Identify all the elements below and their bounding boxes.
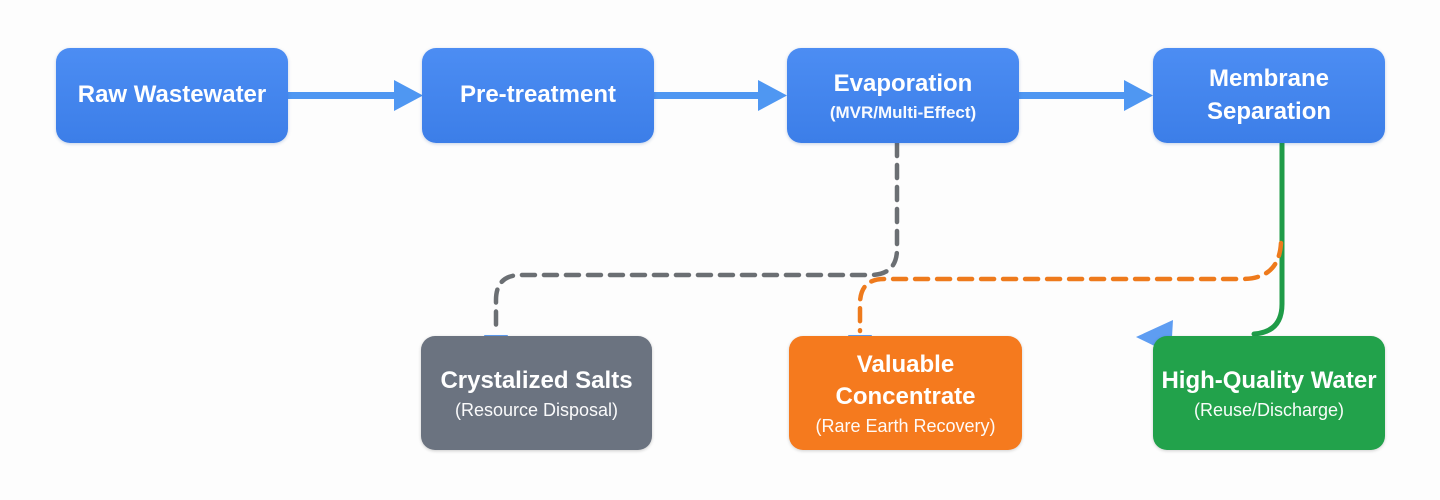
node-title: Membrane Separation	[1206, 65, 1332, 125]
node-title: Raw Wastewater	[77, 81, 267, 109]
connector-membrane-to-water	[1251, 140, 1285, 337]
node-title: Crystalized Salts	[440, 366, 633, 394]
node-title: High-Quality Water	[1161, 366, 1377, 394]
node-raw-wastewater: Raw Wastewater	[56, 48, 288, 143]
node-membrane-separation: Membrane Separation	[1153, 48, 1385, 143]
node-valuable-concentrate: Valuable Concentrate (Rare Earth Recover…	[789, 336, 1022, 450]
node-pre-treatment: Pre-treatment	[422, 48, 654, 143]
node-subtitle: (MVR/Multi-Effect)	[829, 103, 977, 123]
node-title: Evaporation	[833, 69, 973, 97]
node-title: Valuable Concentrate	[835, 350, 976, 410]
node-subtitle: (Reuse/Discharge)	[1193, 400, 1345, 421]
node-subtitle: (Rare Earth Recovery)	[815, 416, 996, 437]
connector-membrane-to-concentrate	[857, 240, 1284, 334]
flow-arrowhead-raw-to-pretreatment-icon	[394, 80, 423, 111]
node-subtitle: (Resource Disposal)	[454, 400, 619, 421]
flow-arrowhead-evaporation-to-membrane-icon	[1124, 80, 1153, 111]
node-crystalized-salts: Crystalized Salts (Resource Disposal)	[421, 336, 652, 450]
connector-evaporation-to-salts	[493, 140, 900, 334]
node-evaporation: Evaporation (MVR/Multi-Effect)	[787, 48, 1019, 143]
flow-arrowhead-pretreatment-to-evaporation-icon	[758, 80, 787, 111]
node-high-quality-water: High-Quality Water (Reuse/Discharge)	[1153, 336, 1385, 450]
node-title: Pre-treatment	[459, 81, 617, 109]
